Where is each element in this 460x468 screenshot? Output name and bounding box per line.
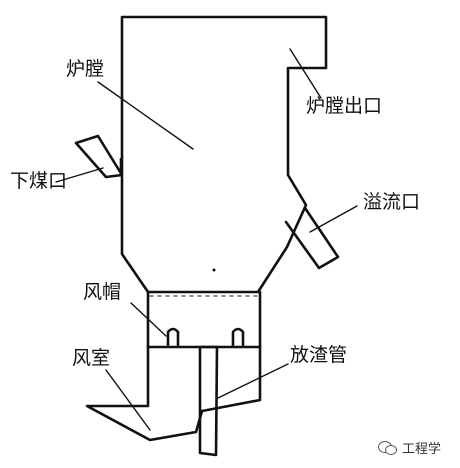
leader-lines: [55, 48, 358, 431]
label-furnace-outlet: 炉膛出口: [306, 95, 383, 117]
watermark: 工程学: [378, 438, 441, 457]
label-overflow: 溢流口: [363, 191, 421, 213]
label-air-cap: 风帽: [83, 281, 122, 303]
wechat-icon: [378, 440, 397, 455]
leader-air-chamber: [105, 369, 151, 431]
coal-feed-chute: [74, 134, 124, 179]
label-furnace: 炉膛: [66, 58, 105, 80]
watermark-text: 工程学: [402, 442, 442, 457]
label-air-chamber: 风室: [72, 347, 111, 369]
leader-coal-feed: [55, 167, 104, 183]
slag-pipe: [198, 345, 219, 457]
air-chamber-outline: [85, 345, 262, 442]
leader-air-cap: [130, 302, 167, 337]
label-slag-pipe: 放渣管: [290, 344, 348, 366]
air-cap-right: [231, 327, 245, 347]
dot-mark: [212, 268, 216, 272]
overflow-port-pipe: [284, 206, 340, 270]
label-coal-feed: 下煤口: [10, 170, 68, 192]
leader-overflow: [309, 205, 358, 233]
leader-furnace: [97, 81, 194, 150]
furnace-body-outline: [120, 15, 328, 294]
leader-slag-pipe: [217, 363, 289, 399]
air-cap-left: [166, 327, 180, 347]
leader-furnace-outlet: [289, 48, 322, 99]
